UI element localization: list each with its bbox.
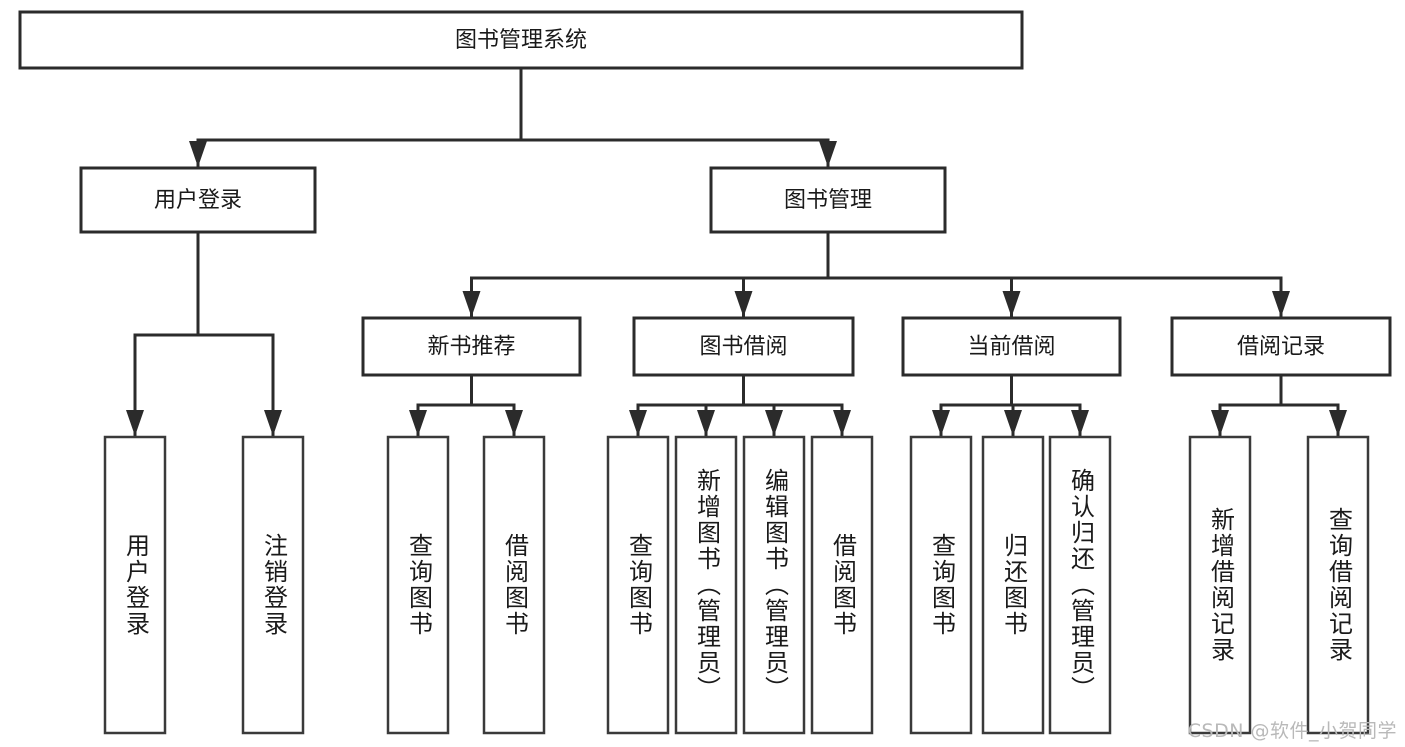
node-box-user-login xyxy=(79,166,317,234)
node-label-user-login: 用户登录 xyxy=(154,188,242,213)
watermark-text: CSDN @软件_小贺同学 xyxy=(1187,720,1397,742)
node-box-leaf-borrow-borrow-book xyxy=(810,435,874,735)
arrow-head-icon xyxy=(629,410,647,436)
arrow-head-icon xyxy=(1002,291,1021,317)
node-label-root: 图书管理系统 xyxy=(455,28,587,53)
node-box-leaf-cur-return-book xyxy=(981,435,1045,735)
arrow-head-icon xyxy=(505,410,523,436)
node-box-leaf-rec-query-book xyxy=(386,435,450,735)
arrow-head-icon xyxy=(462,291,481,317)
arrow-head-icon xyxy=(833,410,851,436)
node-box-book-manage xyxy=(709,166,947,234)
node-label-current-borrow: 当前借阅 xyxy=(967,335,1055,360)
arrow-head-icon xyxy=(126,410,144,436)
node-box-new-book-rec xyxy=(361,316,582,377)
arrow-head-icon xyxy=(765,410,783,436)
arrow-head-icon xyxy=(697,410,715,436)
node-box-leaf-rec-add-record xyxy=(1188,435,1252,735)
node-box-root xyxy=(18,10,1024,70)
node-box-leaf-borrow-query-book xyxy=(606,435,670,735)
node-label-book-manage: 图书管理 xyxy=(784,188,872,213)
node-box-current-borrow xyxy=(901,316,1122,377)
arrow-head-icon xyxy=(932,410,950,436)
boxes-layer xyxy=(18,10,1392,735)
node-label-new-book-rec: 新书推荐 xyxy=(427,335,515,360)
arrow-head-icon xyxy=(1211,410,1229,436)
node-box-leaf-user-login xyxy=(103,435,167,735)
node-box-leaf-borrow-edit-book xyxy=(742,435,806,735)
arrow-head-icon xyxy=(264,410,282,436)
arrow-head-icon xyxy=(1071,410,1089,436)
node-label-book-borrow: 图书借阅 xyxy=(699,335,787,360)
node-box-book-borrow xyxy=(632,316,855,377)
arrow-head-icon xyxy=(819,141,837,167)
arrow-head-icon xyxy=(409,410,427,436)
node-label-borrow-record: 借阅记录 xyxy=(1237,335,1325,360)
arrow-head-icon xyxy=(734,291,753,317)
node-box-leaf-rec-query-record xyxy=(1306,435,1370,735)
node-box-leaf-user-logout xyxy=(241,435,305,735)
node-box-leaf-cur-query-book xyxy=(909,435,973,735)
arrow-head-icon xyxy=(189,141,207,167)
node-box-borrow-record xyxy=(1170,316,1392,377)
arrow-head-icon xyxy=(1272,291,1290,317)
connectors-layer xyxy=(126,66,1347,437)
arrow-head-icon xyxy=(1004,410,1022,436)
arrow-head-icon xyxy=(1329,410,1347,436)
node-box-leaf-borrow-add-book xyxy=(674,435,738,735)
node-box-leaf-cur-confirm-return xyxy=(1048,435,1112,735)
node-box-leaf-rec-borrow-book xyxy=(482,435,546,735)
